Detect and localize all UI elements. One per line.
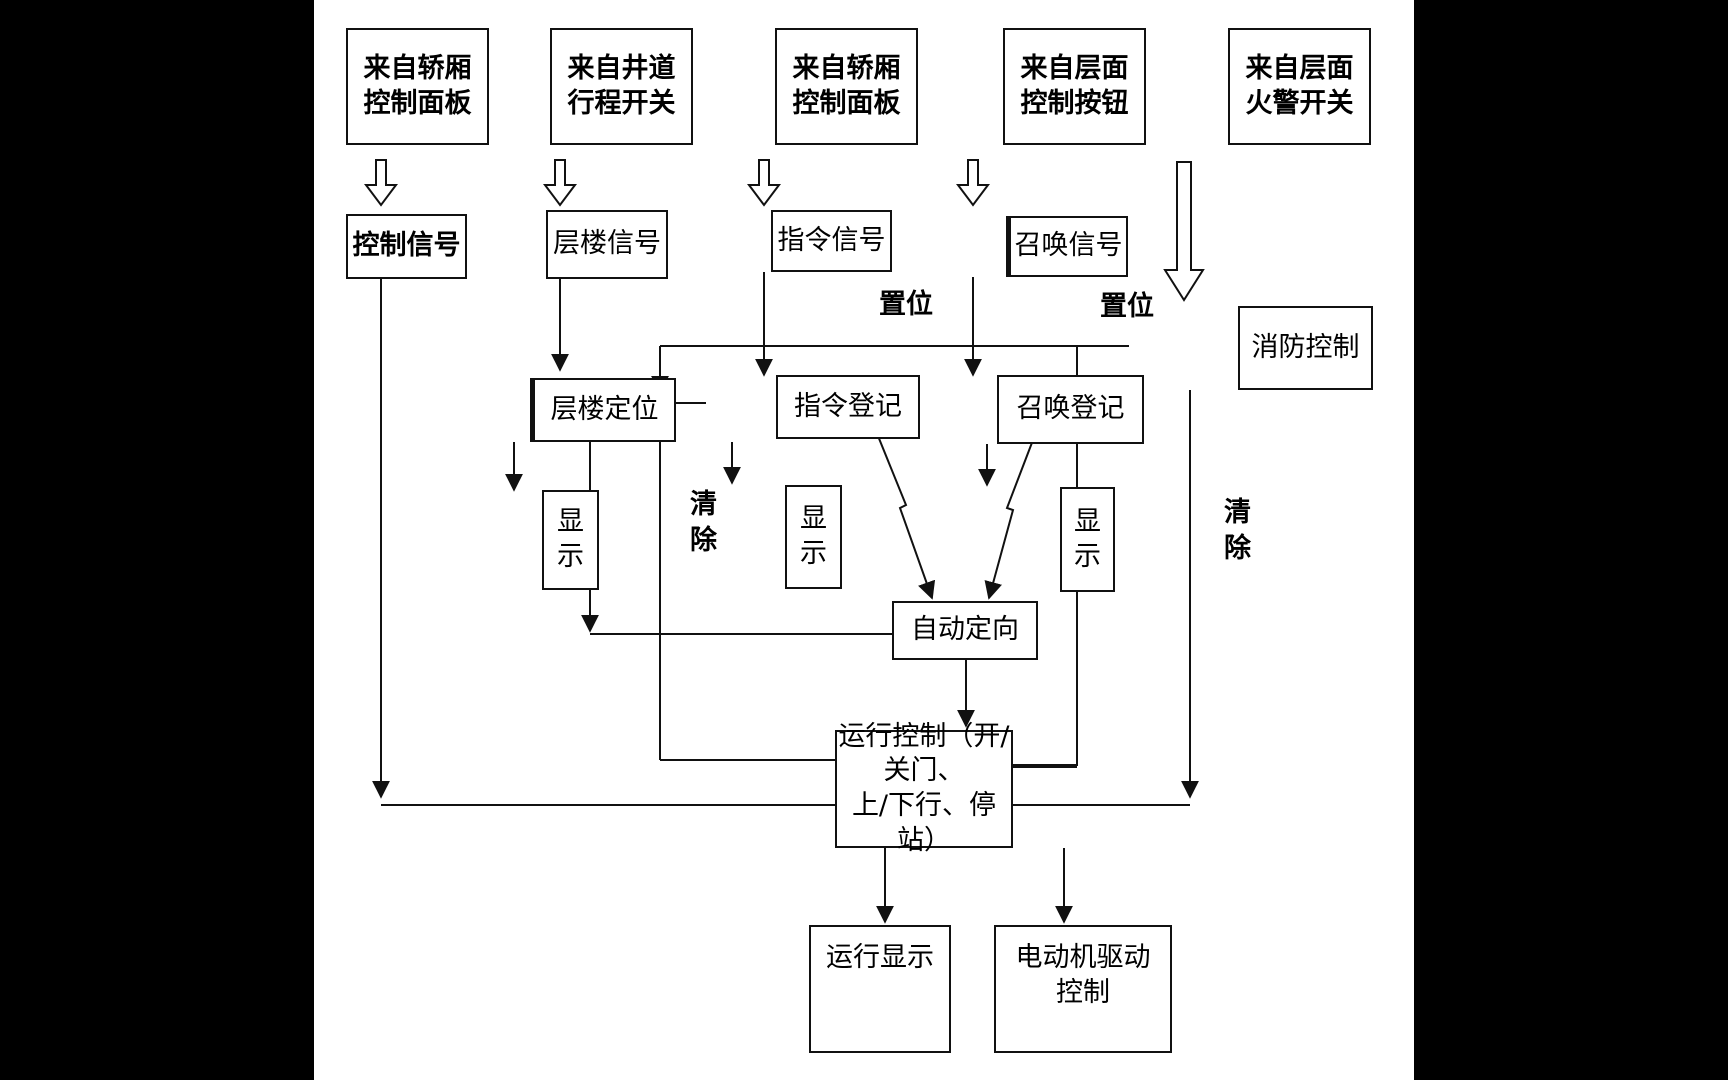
call-display-box: 显 示	[1060, 487, 1115, 592]
hollow-arrow-5	[1163, 161, 1205, 302]
command-display-box: 显 示	[785, 485, 842, 589]
hollow-arrow-1	[364, 159, 398, 207]
clear-label-right: 清 除	[1224, 497, 1251, 565]
run-control-box: 运行控制（开/关门、 上/下行、停站）	[835, 721, 1013, 856]
clear-label-left: 清 除	[690, 489, 717, 557]
hollow-arrow-4	[956, 159, 990, 207]
floor-signal-box: 层楼信号	[546, 210, 668, 279]
command-signal-box: 指令信号	[771, 210, 892, 272]
set-label-call: 置位	[1100, 291, 1154, 322]
floor-position-box: 层楼定位	[530, 378, 676, 442]
source-box-floor-button: 来自层面 控制按钮	[1003, 28, 1146, 145]
hollow-arrow-2	[543, 159, 577, 207]
command-register-box: 指令登记	[776, 375, 920, 439]
floor-display-box: 显 示	[542, 490, 599, 590]
source-box-car-panel-1: 来自轿厢 控制面板	[346, 28, 489, 145]
call-register-box: 召唤登记	[997, 375, 1144, 444]
diagram-canvas: 来自轿厢 控制面板 来自井道 行程开关 来自轿厢 控制面板 来自层面 控制按钮 …	[314, 0, 1414, 1080]
control-signal-box: 控制信号	[346, 214, 467, 279]
fire-control-box: 消防控制	[1238, 306, 1373, 390]
source-box-fire-switch: 来自层面 火警开关	[1228, 28, 1371, 145]
run-display-box: 运行显示	[809, 925, 951, 1053]
line-cmd-to-auto	[877, 435, 936, 600]
auto-direction-box: 自动定向	[892, 601, 1038, 660]
hollow-arrow-3	[747, 159, 781, 207]
call-signal-box: 召唤信号	[1006, 216, 1128, 277]
line-call-to-auto	[984, 439, 1034, 600]
motor-drive-box: 电动机驱动 控制	[994, 925, 1172, 1053]
set-label-command: 置位	[879, 289, 933, 320]
source-box-car-panel-2: 来自轿厢 控制面板	[775, 28, 918, 145]
source-box-shaft-switch: 来自井道 行程开关	[550, 28, 693, 145]
